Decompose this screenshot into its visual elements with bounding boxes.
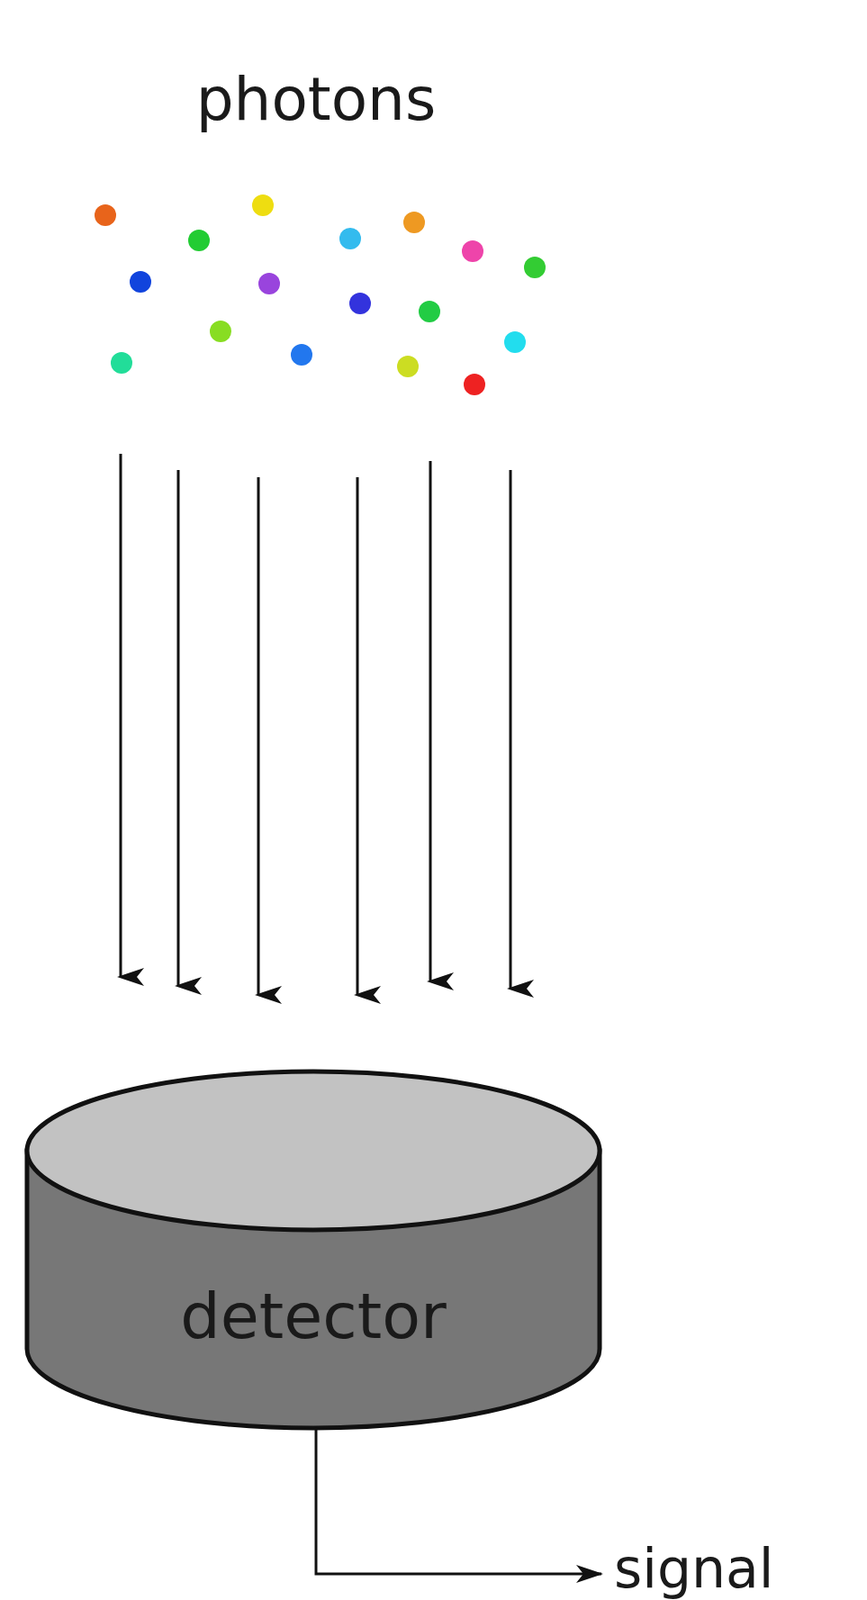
photon-dots (94, 194, 546, 396)
signal-wire (316, 1427, 602, 1574)
detector-cylinder: detector (23, 1067, 604, 1434)
photons-label: photons (196, 70, 437, 130)
detector-label: detector (180, 1284, 447, 1348)
signal-label: signal (614, 1541, 774, 1596)
photon-arrows (120, 453, 511, 995)
cylinder-outline (23, 1067, 604, 1434)
